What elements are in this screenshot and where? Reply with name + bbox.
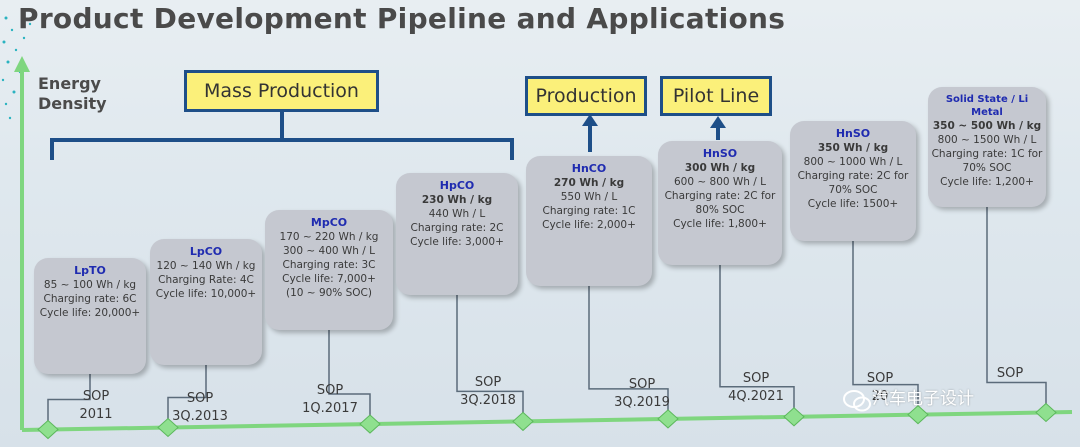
- product-spec-line: Charging rate: 2C: [396, 221, 518, 235]
- product-spec-line: Cycle life: 7,000+: [265, 272, 393, 286]
- product-spec-line: Cycle life: 1,200+: [928, 175, 1046, 189]
- sop-date: 3Q.2019: [612, 394, 672, 412]
- y-axis-label-line-2: Density: [38, 94, 107, 114]
- product-spec-line: 80% SOC: [658, 203, 782, 217]
- product-spec-line: Charging rate: 6C: [34, 292, 146, 306]
- y-axis-label-line-1: Energy: [38, 74, 107, 94]
- mass-production-label: Mass Production: [184, 70, 379, 112]
- timeline-marker: [38, 421, 58, 439]
- pilot-arrow-head: [710, 116, 726, 128]
- sop-title: SOP: [726, 370, 786, 388]
- sop-date: 3Q.2018: [458, 392, 518, 410]
- product-spec-line: (10 ~ 90% SOC): [265, 286, 393, 300]
- product-spec-line: 230 Wh / kg: [396, 193, 518, 207]
- sop-label: SOP: [980, 365, 1040, 383]
- sop-title: SOP: [300, 382, 360, 400]
- y-axis-arrow: [14, 56, 30, 72]
- product-spec-line: 70% SOC: [790, 183, 916, 197]
- sop-date: 3Q.2013: [170, 408, 230, 426]
- product-name: LpCO: [150, 245, 262, 259]
- production-label: Production: [525, 76, 647, 116]
- product-spec-line: Cycle life: 20,000+: [34, 306, 146, 320]
- product-spec-line: 120 ~ 140 Wh / kg: [150, 259, 262, 273]
- mass-production-bracket: [52, 140, 512, 160]
- sop-date: 2011: [66, 406, 126, 424]
- sop-title: SOP: [980, 365, 1040, 383]
- product-spec-line: 800 ~ 1500 Wh / L: [928, 133, 1046, 147]
- product-name: HnCO: [526, 162, 652, 176]
- product-spec-line: 550 Wh / L: [526, 190, 652, 204]
- product-spec-line: 350 Wh / kg: [790, 141, 916, 155]
- product-spec-line: Charging rate: 1C for: [928, 147, 1046, 161]
- product-spec-line: Cycle life: 10,000+: [150, 287, 262, 301]
- product-spec-line: 270 Wh / kg: [526, 176, 652, 190]
- y-axis-label: Energy Density: [38, 74, 107, 114]
- watermark-text: 汽车电子设计: [872, 384, 974, 409]
- product-name: HnSO: [658, 147, 782, 161]
- product-spec-line: Charging rate: 1C: [526, 204, 652, 218]
- product-spec-line: 170 ~ 220 Wh / kg: [265, 230, 393, 244]
- sop-date: 1Q.2017: [300, 400, 360, 418]
- timeline-marker: [784, 408, 804, 426]
- product-name: HnSO: [790, 127, 916, 141]
- product-name: HpCO: [396, 179, 518, 193]
- product-spec-line: Cycle life: 1,800+: [658, 217, 782, 231]
- timeline-marker: [513, 412, 533, 430]
- product-name: Solid State / Li Metal: [928, 93, 1046, 119]
- product-spec-line: Charging rate: 2C for: [790, 169, 916, 183]
- sop-title: SOP: [170, 390, 230, 408]
- product-spec-line: Charging rate: 3C: [265, 258, 393, 272]
- product-spec-line: 300 ~ 400 Wh / L: [265, 244, 393, 258]
- product-spec-line: 85 ~ 100 Wh / kg: [34, 278, 146, 292]
- product-card: HnSO300 Wh / kg600 ~ 800 Wh / LCharging …: [658, 141, 782, 265]
- product-name: MpCO: [265, 216, 393, 230]
- page-title: Product Development Pipeline and Applica…: [18, 2, 785, 35]
- timeline-marker: [360, 415, 380, 433]
- product-spec-line: Cycle life: 3,000+: [396, 235, 518, 249]
- product-spec-line: 800 ~ 1000 Wh / L: [790, 155, 916, 169]
- product-spec-line: 600 ~ 800 Wh / L: [658, 175, 782, 189]
- product-spec-line: Charging Rate: 4C: [150, 273, 262, 287]
- product-spec-line: 440 Wh / L: [396, 207, 518, 221]
- product-spec-line: Cycle life: 2,000+: [526, 218, 652, 232]
- sop-title: SOP: [458, 374, 518, 392]
- product-spec-line: 70% SOC: [928, 161, 1046, 175]
- product-spec-line: Cycle life: 1500+: [790, 197, 916, 211]
- wechat-icon: [842, 388, 872, 414]
- product-name: LpTO: [34, 264, 146, 278]
- timeline-marker: [658, 410, 678, 428]
- sop-title: SOP: [612, 376, 672, 394]
- sop-title: SOP: [66, 388, 126, 406]
- product-spec-line: Charging rate: 2C for: [658, 189, 782, 203]
- product-spec-line: 300 Wh / kg: [658, 161, 782, 175]
- timeline-marker: [1036, 403, 1056, 421]
- pilot-line-label: Pilot Line: [660, 76, 772, 116]
- product-spec-line: 350 ~ 500 Wh / kg: [928, 119, 1046, 133]
- sop-date: 4Q.2021: [726, 388, 786, 406]
